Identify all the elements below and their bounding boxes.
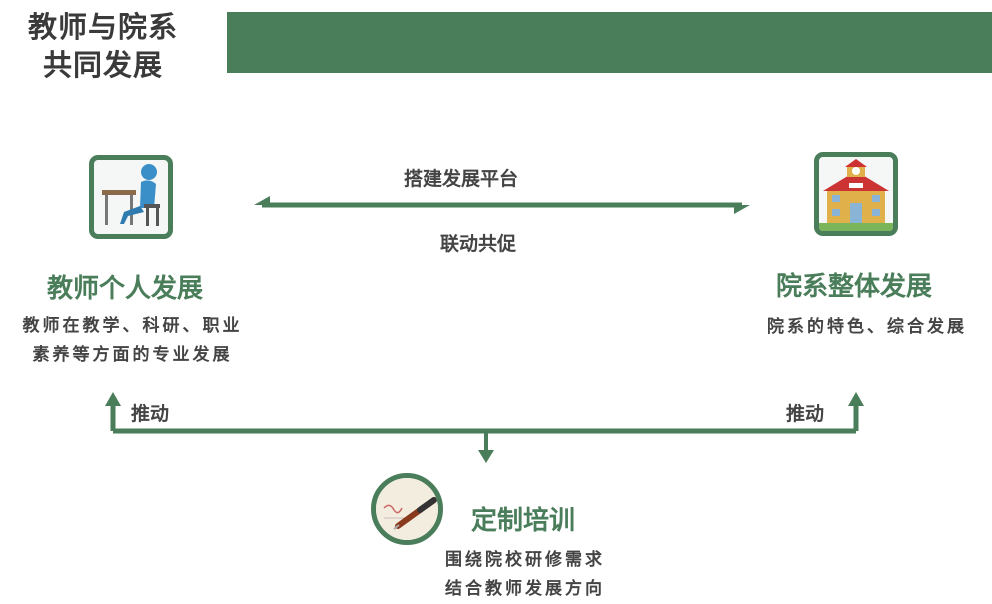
left-heading: 教师个人发展 — [47, 274, 204, 304]
school-building-icon — [814, 152, 898, 236]
bottom-desc-line2: 结合教师发展方向 — [445, 579, 605, 599]
push-label-right: 推动 — [786, 403, 825, 425]
title-banner — [227, 12, 992, 73]
page-title-line2: 共同发展 — [42, 48, 163, 82]
page-title-line1: 教师与院系 — [27, 10, 178, 44]
teacher-desk-icon — [89, 155, 173, 239]
right-up-arrow-head — [848, 392, 864, 406]
left-desc-line1: 教师在教学、科研、职业 — [22, 316, 243, 336]
left-up-arrow-head — [105, 392, 121, 406]
right-desc-line1: 院系的特色、综合发展 — [767, 317, 967, 337]
push-label-left: 推动 — [131, 403, 170, 425]
top-arrow-label-below: 联动共促 — [440, 233, 517, 255]
right-description: 院系的特色、综合发展 — [742, 313, 992, 342]
pen-paper-icon — [371, 473, 443, 545]
left-desc-line2: 素养等方面的专业发展 — [32, 345, 233, 365]
top-arrow-left-head — [254, 196, 270, 205]
bottom-heading: 定制培训 — [471, 506, 576, 536]
page-title: 教师与院系共同发展 — [8, 8, 198, 84]
left-description: 教师在教学、科研、职业 素养等方面的专业发展 — [0, 312, 265, 370]
bottom-description: 围绕院校研修需求 结合教师发展方向 — [400, 546, 650, 604]
right-heading: 院系整体发展 — [776, 272, 933, 302]
center-down-arrow-head — [478, 450, 494, 463]
top-arrow-label-above: 搭建发展平台 — [404, 168, 519, 190]
bottom-desc-line1: 围绕院校研修需求 — [445, 550, 605, 570]
top-arrow-right-head — [734, 205, 750, 214]
